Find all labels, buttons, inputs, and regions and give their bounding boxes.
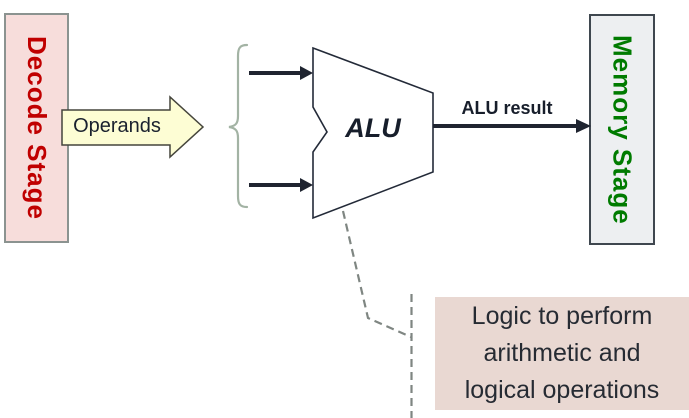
alu-input-arrow-top-icon [249, 66, 313, 80]
logic-note-line: arithmetic and [483, 339, 641, 367]
operands-block-arrow-icon [61, 95, 205, 159]
memory-stage-label: Memory Stage [607, 34, 638, 225]
operands-label: Operands [73, 115, 161, 137]
decode-stage-box: Decode Stage [4, 13, 69, 243]
alu-input-arrow-bottom-icon [249, 178, 313, 192]
memory-stage-box: Memory Stage [589, 14, 655, 245]
logic-note-line: Logic to perform [471, 302, 653, 330]
logic-note-box: Logic to perform arithmetic and logical … [435, 297, 689, 410]
inputs-brace-icon [228, 43, 249, 209]
decode-stage-label: Decode Stage [22, 36, 52, 220]
alu-label: ALU [345, 113, 401, 143]
callout-dashed-connector [341, 210, 413, 418]
logic-note-line: logical operations [464, 376, 660, 404]
alu-shape [312, 46, 434, 220]
alu-result-arrow-icon [433, 119, 591, 133]
alu-result-label: ALU result [461, 98, 553, 118]
